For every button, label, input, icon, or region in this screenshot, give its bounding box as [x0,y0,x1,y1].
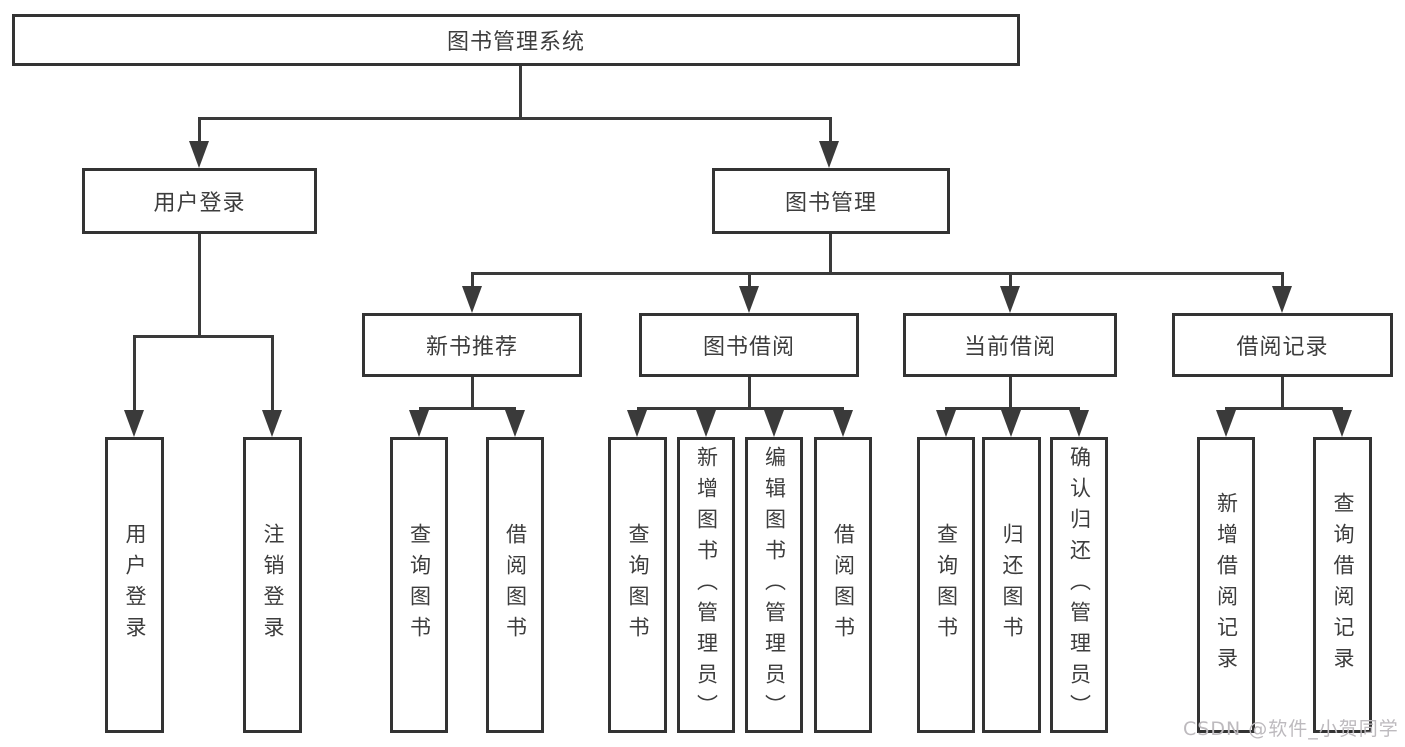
node-label: 注销登录 [261,523,285,647]
node-new-book-recommend: 新书推荐 [362,313,582,377]
arrow-down-icon [1001,410,1021,437]
leaf-confirm-return-admin: 确认归还（管理员） [1050,437,1108,733]
drop-line-login-leaf [133,335,136,412]
node-label: 新书推荐 [425,335,518,360]
current-borrowing-stem-line [1009,377,1012,407]
arrow-down-icon [124,410,144,437]
node-borrowing-records: 借阅记录 [1172,313,1393,377]
arrow-down-icon [189,141,209,168]
node-label: 编辑图书（管理员） [762,445,787,725]
level3-distribution-line [471,272,1282,275]
drop-line-book-borrow [748,272,751,286]
leaf-user-login: 用户登录 [105,437,164,733]
new-book-stem-line [471,377,474,407]
node-book-management: 图书管理 [712,168,950,234]
arrow-down-icon [739,286,759,313]
leaf-edit-books-admin: 编辑图书（管理员） [745,437,803,733]
node-label: 借阅图书 [503,523,528,647]
new-book-distribution-line [419,407,516,410]
node-current-borrowing: 当前借阅 [903,313,1117,377]
node-label: 归还图书 [1000,523,1024,647]
node-label: 用户登录 [123,523,147,647]
leaf-borrow-books-1: 借阅图书 [486,437,544,733]
node-label: 新增借阅记录 [1214,492,1239,678]
borrowing-records-stem-line [1281,377,1284,407]
arrow-down-icon [696,410,716,437]
leaf-query-books-3: 查询图书 [917,437,975,733]
node-label: 图书管理系统 [446,30,585,55]
drop-line-logout-leaf [271,335,274,412]
root-stem-line [519,66,522,117]
node-label: 借阅图书 [831,523,856,647]
drop-line-borrow-record [1281,272,1284,286]
node-label: 查询图书 [407,523,432,647]
watermark: CSDN @软件_小贺同学 [1183,718,1399,740]
node-book-borrowing: 图书借阅 [639,313,859,377]
book-borrowing-distribution-line [637,407,844,410]
user-login-distribution-line [133,335,274,338]
leaf-query-borrow-record: 查询借阅记录 [1313,437,1372,733]
arrow-down-icon [764,410,784,437]
node-label: 图书借阅 [702,335,795,360]
node-book-management-system: 图书管理系统 [12,14,1020,66]
node-label: 查询图书 [626,523,650,647]
current-borrowing-distribution-line [945,407,1080,410]
arrow-down-icon [1069,410,1089,437]
user-login-stem-line [198,234,201,335]
leaf-logout: 注销登录 [243,437,302,733]
arrow-down-icon [1272,286,1292,313]
book-management-stem-line [829,234,832,272]
arrow-down-icon [627,410,647,437]
leaf-query-books-1: 查询图书 [390,437,448,733]
leaf-return-books: 归还图书 [982,437,1041,733]
arrow-down-icon [936,410,956,437]
borrowing-records-distribution-line [1225,407,1343,410]
arrow-down-icon [505,410,525,437]
drop-line-user-login [198,117,201,144]
arrow-down-icon [1332,410,1352,437]
leaf-query-books-2: 查询图书 [608,437,667,733]
drop-line-book-management [829,117,832,144]
arrow-down-icon [262,410,282,437]
arrow-down-icon [409,410,429,437]
arrow-down-icon [1000,286,1020,313]
node-label: 查询借阅记录 [1331,492,1355,678]
node-label: 确认归还（管理员） [1067,445,1092,725]
leaf-borrow-books-2: 借阅图书 [814,437,872,733]
node-user-login: 用户登录 [82,168,317,234]
drop-line-new-book [471,272,474,286]
node-label: 当前借阅 [963,335,1056,360]
arrow-down-icon [462,286,482,313]
leaf-add-books-admin: 新增图书（管理员） [677,437,735,733]
level2-distribution-line [198,117,831,120]
node-label: 借阅记录 [1236,335,1329,360]
arrow-down-icon [1216,410,1236,437]
arrow-down-icon [819,141,839,168]
drop-line-current-borrow [1009,272,1012,286]
node-label: 用户登录 [153,191,246,216]
node-label: 查询图书 [934,523,959,647]
book-borrowing-stem-line [748,377,751,407]
node-label: 图书管理 [784,191,877,216]
arrow-down-icon [833,410,853,437]
leaf-add-borrow-record: 新增借阅记录 [1197,437,1255,733]
node-label: 新增图书（管理员） [694,445,719,725]
